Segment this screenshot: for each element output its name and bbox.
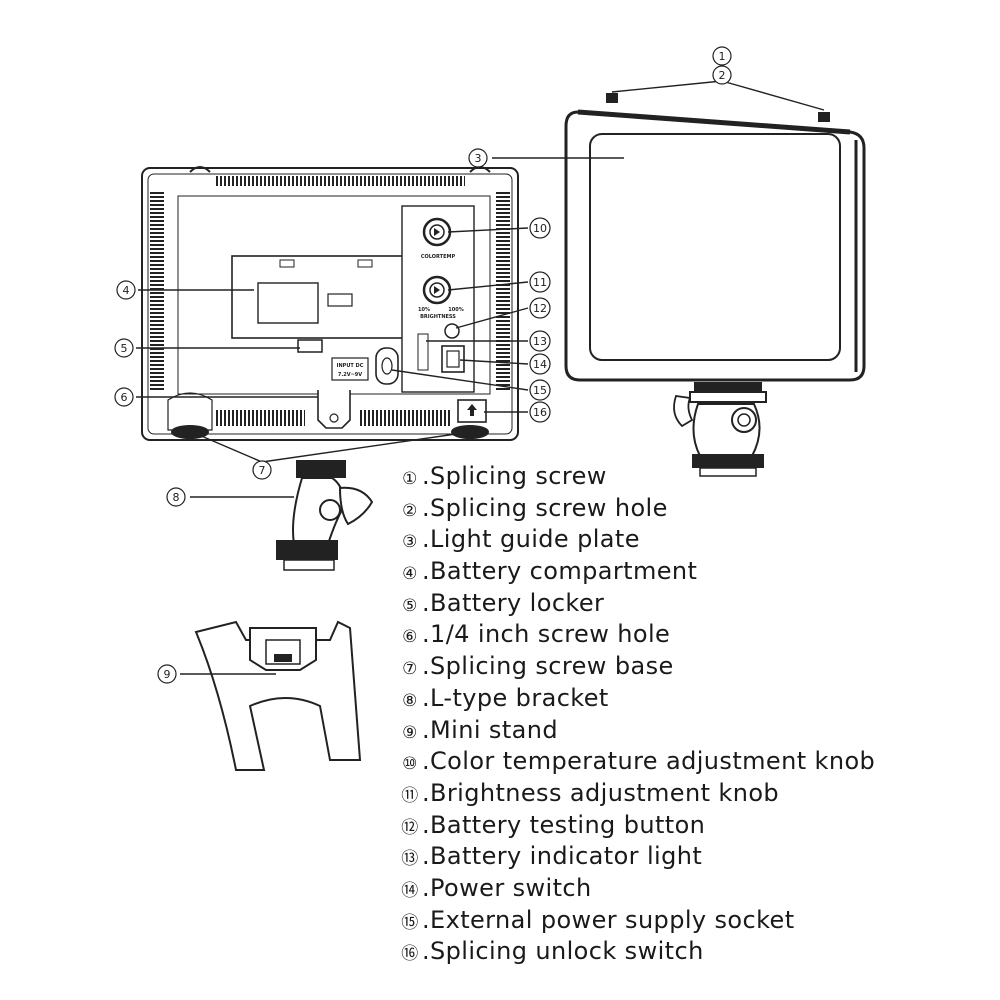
legend-text: .Mini stand: [422, 715, 558, 744]
callout-1: 1: [712, 46, 732, 66]
callout-leaders: [136, 80, 825, 675]
legend-marker: ⑯: [401, 944, 419, 965]
legend-item: ⑤.Battery locker: [398, 589, 998, 621]
legend-item: ⑭.Power switch: [398, 874, 998, 906]
legend-marker: ②: [402, 500, 418, 521]
svg-text:7: 7: [259, 464, 266, 477]
legend-marker: ⑭: [401, 880, 419, 901]
light-back-view: [141, 166, 519, 441]
svg-text:2: 2: [719, 69, 726, 82]
svg-text:10: 10: [533, 222, 547, 235]
svg-text:11: 11: [533, 276, 547, 289]
legend-text: .Color temperature adjustment knob: [422, 747, 876, 776]
legend-item: ③.Light guide plate: [398, 525, 998, 557]
legend-marker: ⑤: [402, 595, 418, 616]
legend-text: .Light guide plate: [422, 525, 640, 554]
legend-text: .Battery testing button: [422, 810, 706, 839]
svg-text:9: 9: [164, 668, 171, 681]
legend-marker: ①: [402, 469, 418, 489]
legend-marker: ⑬: [401, 849, 419, 870]
legend-text: .L-type bracket: [422, 683, 609, 712]
callout-2: 2: [712, 65, 732, 85]
svg-text:1: 1: [719, 50, 726, 63]
svg-text:4: 4: [123, 284, 130, 297]
callout-3: 3: [468, 148, 488, 168]
mini-stand: [194, 620, 362, 771]
l-type-bracket: [276, 460, 374, 571]
callout-7: 7: [252, 460, 272, 480]
legend-item: ⑩.Color temperature adjustment knob: [398, 747, 998, 779]
callout-12: 12: [529, 297, 551, 319]
svg-text:15: 15: [533, 384, 547, 397]
legend-text: .Battery compartment: [422, 557, 698, 586]
svg-text:6: 6: [121, 391, 128, 404]
svg-text:14: 14: [533, 358, 547, 371]
input-dc-label: INPUT DC: [337, 363, 364, 369]
svg-text:8: 8: [173, 491, 180, 504]
legend-text: .Battery indicator light: [422, 842, 703, 871]
legend-marker: ⑪: [401, 785, 419, 806]
legend-marker: ⑥: [402, 627, 418, 648]
legend-item: ⑪.Brightness adjustment knob: [398, 779, 998, 811]
legend-text: .Brightness adjustment knob: [422, 778, 780, 807]
callout-9: 9: [157, 664, 177, 684]
callout-markers: 1 2 3 4 5 6 7 8 9 10 11 12 13 14 15 16: [114, 46, 732, 684]
legend-marker: ⑧: [402, 690, 418, 711]
pct-high-label: 100%: [448, 307, 463, 313]
legend-text: .Battery locker: [422, 588, 605, 617]
callout-4: 4: [116, 280, 136, 300]
legend-marker: ⑫: [401, 817, 419, 838]
svg-text:13: 13: [533, 335, 547, 348]
svg-text:16: 16: [533, 406, 547, 419]
color-temp-label: COLORTEMP: [421, 254, 456, 260]
legend-marker: ⑮: [401, 912, 419, 933]
input-voltage-label: 7.2V~9V: [338, 372, 362, 378]
legend-item: ⑨.Mini stand: [398, 716, 998, 748]
callout-16: 16: [529, 401, 551, 423]
brightness-label: BRIGHTNESS: [420, 314, 456, 320]
legend-text: .Splicing unlock switch: [422, 937, 704, 966]
legend-text: .External power supply socket: [422, 905, 795, 934]
legend-item: ⑥.1/4 inch screw hole: [398, 620, 998, 652]
legend-text: .Splicing screw base: [422, 652, 674, 681]
legend-text: .1/4 inch screw hole: [422, 620, 671, 649]
legend-item: ⑧.L-type bracket: [398, 684, 998, 716]
callout-15: 15: [529, 379, 551, 401]
legend-text: .Power switch: [422, 873, 592, 902]
legend-marker: ④: [402, 564, 418, 585]
callout-11: 11: [529, 271, 551, 293]
svg-text:12: 12: [533, 302, 547, 315]
callout-5: 5: [114, 338, 134, 358]
callout-10: 10: [529, 217, 551, 239]
legend-text: .Splicing screw hole: [422, 493, 668, 522]
parts-legend: ①.Splicing screw ②.Splicing screw hole ③…: [398, 462, 998, 969]
svg-text:3: 3: [475, 152, 482, 165]
callout-14: 14: [529, 353, 551, 375]
legend-marker: ③: [402, 532, 418, 553]
legend-item: ⑬.Battery indicator light: [398, 842, 998, 874]
legend-marker: ⑩: [402, 754, 418, 775]
legend-item: ②.Splicing screw hole: [398, 494, 998, 526]
legend-item: ⑫.Battery testing button: [398, 811, 998, 843]
legend-item: ①.Splicing screw: [398, 462, 998, 494]
legend-marker: ⑨: [402, 722, 418, 743]
legend-item: ⑮.External power supply socket: [398, 906, 998, 938]
pct-low-label: 10%: [418, 307, 430, 313]
light-front-view: [564, 93, 866, 477]
legend-item: ⑦.Splicing screw base: [398, 652, 998, 684]
callout-6: 6: [114, 387, 134, 407]
callout-8: 8: [166, 487, 186, 507]
legend-item: ④.Battery compartment: [398, 557, 998, 589]
legend-item: ⑯.Splicing unlock switch: [398, 937, 998, 969]
callout-13: 13: [529, 330, 551, 352]
legend-marker: ⑦: [402, 659, 418, 680]
legend-text: .Splicing screw: [422, 462, 607, 490]
svg-text:5: 5: [121, 342, 128, 355]
